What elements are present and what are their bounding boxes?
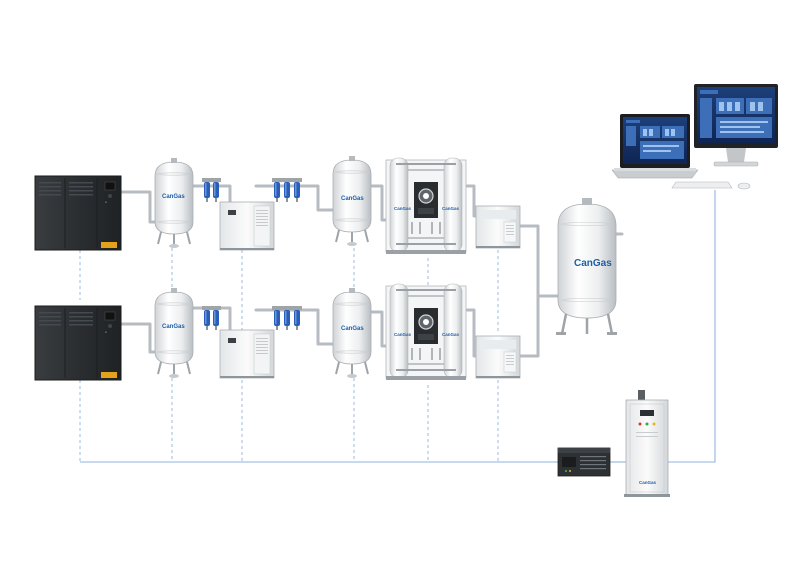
line-filter-icon bbox=[292, 306, 302, 330]
control-cabinet-icon bbox=[624, 390, 670, 497]
line-filter-icon bbox=[202, 178, 212, 202]
air-receiver-tank-icon bbox=[332, 287, 372, 379]
line-filters-4 bbox=[272, 306, 302, 330]
svg-text:CanGas: CanGas bbox=[341, 326, 364, 332]
line-filter-icon bbox=[292, 178, 302, 202]
svg-text:CanGas: CanGas bbox=[574, 258, 612, 269]
laptop-workstation bbox=[611, 114, 699, 179]
refrigerated-dryer-icon bbox=[219, 329, 275, 379]
line-filter-icon bbox=[272, 178, 282, 202]
line-filter-icon bbox=[282, 306, 292, 330]
control-cabinet: CanGas bbox=[624, 390, 670, 497]
air-receiver-tank-1: CanGas bbox=[154, 157, 194, 249]
keyboard-icon bbox=[671, 181, 733, 189]
plc-controller bbox=[557, 447, 611, 477]
booster-unit-icon bbox=[475, 335, 521, 379]
svg-text:CanGas: CanGas bbox=[639, 480, 657, 485]
line-filter-icon bbox=[272, 306, 282, 330]
nitrogen-buffer-tank-icon bbox=[557, 203, 617, 319]
line-filter-icon bbox=[202, 306, 212, 330]
psa-nitrogen-generator-1: CanGas CanGas bbox=[385, 157, 467, 255]
plc-icon bbox=[557, 447, 611, 477]
booster-unit-2 bbox=[475, 335, 521, 379]
svg-text:CanGas: CanGas bbox=[394, 206, 412, 211]
air-receiver-tank-2: CanGas bbox=[154, 287, 194, 379]
svg-text:CanGas: CanGas bbox=[442, 206, 460, 211]
line-filter-icon bbox=[211, 306, 221, 330]
svg-text:CanGas: CanGas bbox=[162, 194, 185, 200]
line-filters-2 bbox=[272, 178, 302, 202]
refrigerated-dryer-1 bbox=[219, 201, 275, 251]
mouse-icon bbox=[737, 182, 751, 190]
refrigerated-dryer-2 bbox=[219, 329, 275, 379]
psa-nitrogen-generator-2: CanGas CanGas bbox=[385, 283, 467, 381]
booster-unit-1 bbox=[475, 205, 521, 249]
air-buffer-tank-1: CanGas bbox=[332, 155, 372, 247]
air-compressor-2 bbox=[34, 305, 122, 381]
svg-text:CanGas: CanGas bbox=[394, 332, 412, 337]
svg-text:CanGas: CanGas bbox=[341, 196, 364, 202]
line-filter-icon bbox=[282, 178, 292, 202]
process-piping bbox=[119, 184, 624, 358]
nitrogen-buffer-tank: CanGas bbox=[556, 198, 617, 335]
laptop-icon bbox=[611, 114, 699, 179]
monitor-icon bbox=[694, 84, 778, 167]
desktop-workstation bbox=[671, 84, 778, 190]
svg-text:CanGas: CanGas bbox=[442, 332, 460, 337]
air-compressor-icon bbox=[34, 305, 122, 381]
line-filters-1 bbox=[202, 178, 221, 202]
control-signal-lines bbox=[79, 190, 716, 463]
air-receiver-tank-icon bbox=[154, 287, 194, 379]
air-buffer-tank-2: CanGas bbox=[332, 287, 372, 379]
air-compressor-1 bbox=[34, 175, 122, 251]
air-receiver-tank-icon bbox=[154, 157, 194, 249]
line-filters-3 bbox=[202, 306, 221, 330]
line-filter-icon bbox=[211, 178, 221, 202]
booster-unit-icon bbox=[475, 205, 521, 249]
svg-text:CanGas: CanGas bbox=[162, 324, 185, 330]
air-compressor-icon bbox=[34, 175, 122, 251]
refrigerated-dryer-icon bbox=[219, 201, 275, 251]
